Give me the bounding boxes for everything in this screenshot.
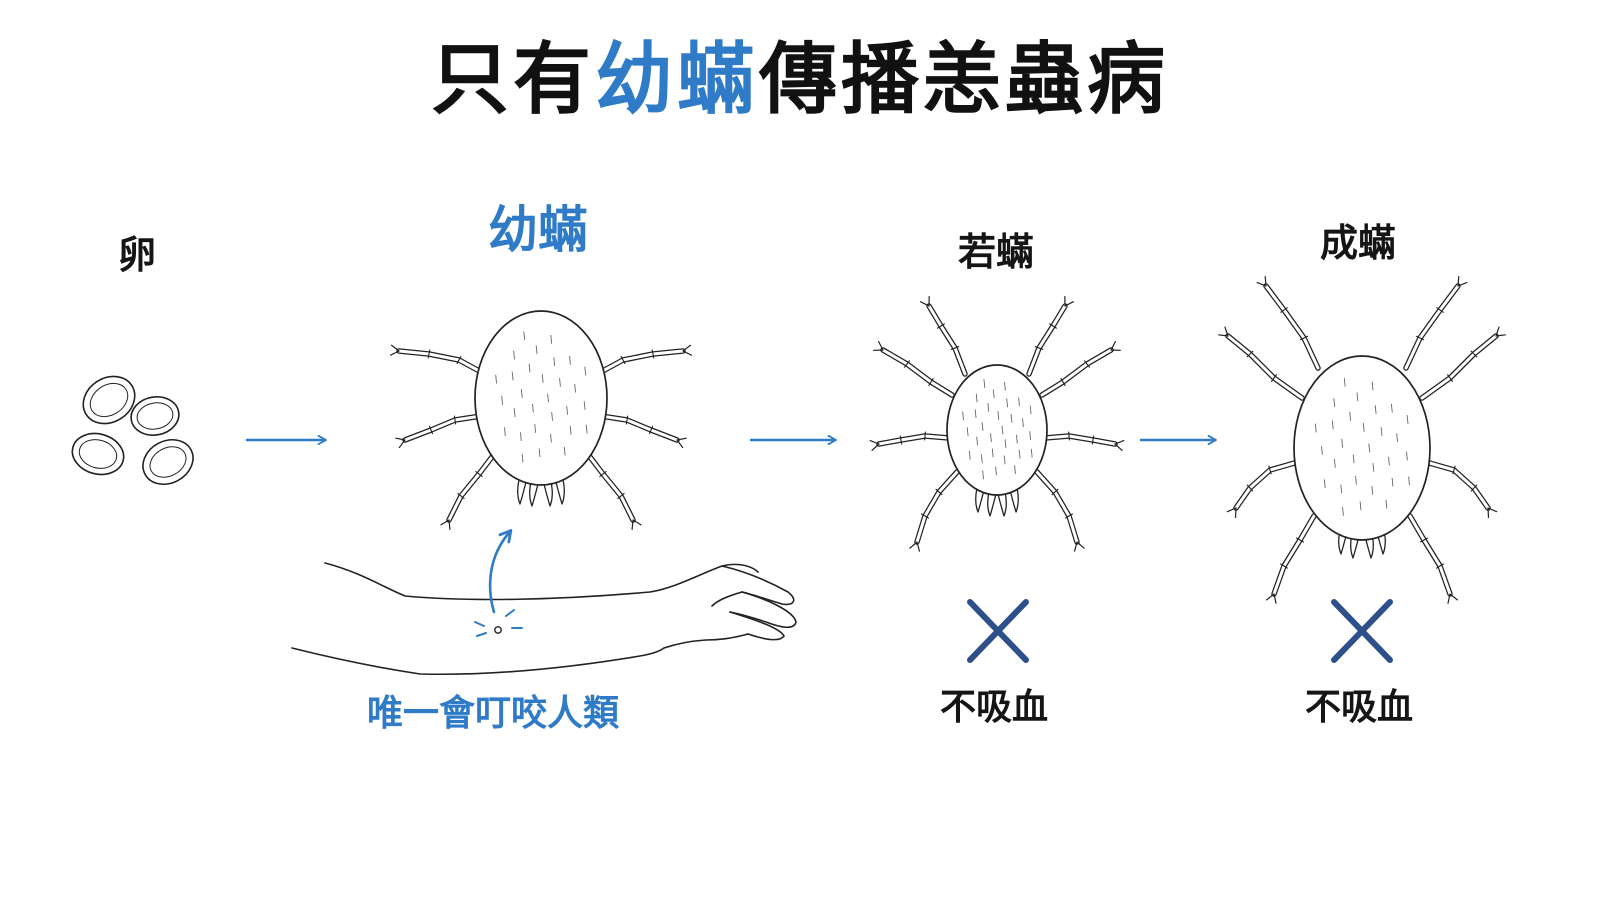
egg-icon (142, 439, 194, 485)
cross-icon (967, 599, 1029, 663)
nymph-note: 不吸血 (940, 687, 1049, 728)
human-arm-icon (291, 562, 797, 676)
mite-nymph-icon (869, 295, 1125, 552)
egg-icon (130, 396, 180, 436)
cross-icon (1331, 599, 1393, 663)
bite-arrow-icon (488, 529, 513, 614)
mite-larva-icon (389, 310, 693, 530)
egg-icon (82, 375, 136, 425)
stage-label-nymph: 若蟎 (958, 230, 1035, 274)
title-prefix: 只有 (430, 35, 595, 125)
page-title: 只有幼蟎傳播恙蟲病 (0, 35, 1600, 125)
title-highlight: 幼蟎 (594, 35, 759, 125)
stage-label-larva: 幼蟎 (488, 201, 588, 259)
title-suffix: 傳播恙蟲病 (759, 35, 1170, 125)
egg-icon (71, 432, 125, 476)
bite-mark-icon (474, 609, 523, 637)
larva-note: 唯一會叮咬人類 (367, 693, 620, 734)
mite-adult-icon (1218, 276, 1506, 604)
egg-cluster-icon (71, 375, 194, 485)
stage-label-adult: 成蟎 (1320, 221, 1397, 265)
adult-note: 不吸血 (1305, 687, 1414, 728)
stage-label-egg: 卵 (118, 233, 157, 277)
